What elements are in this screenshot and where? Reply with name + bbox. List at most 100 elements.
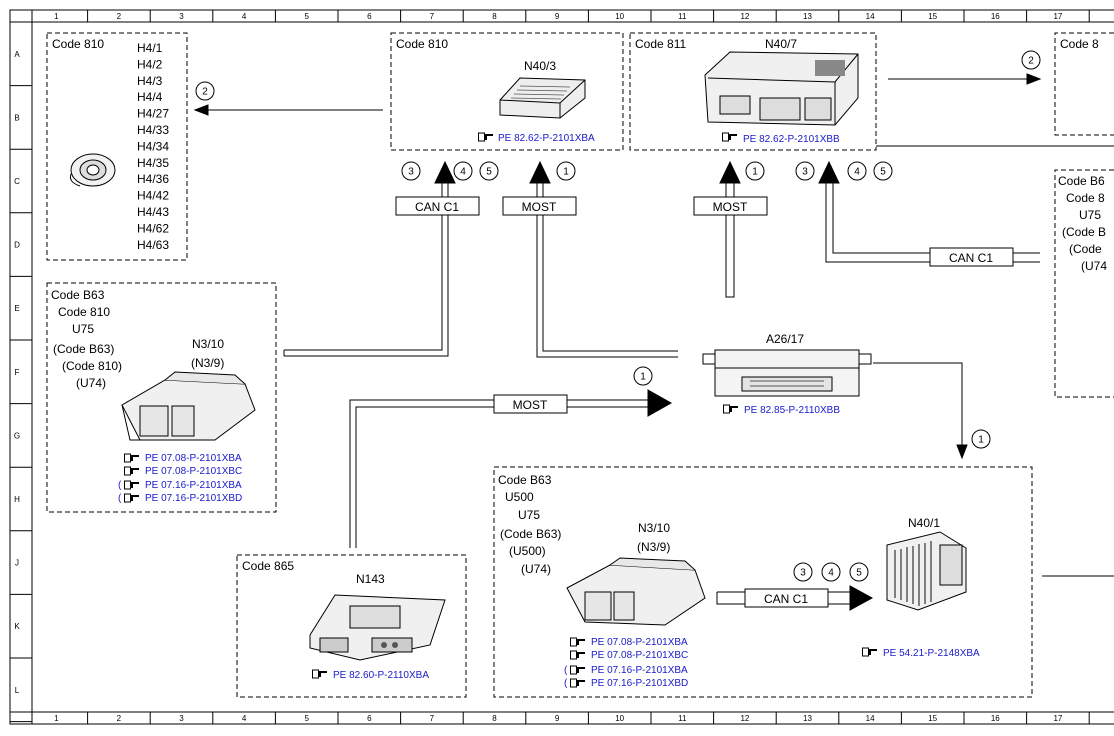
circled-marker: 1 [556, 161, 576, 181]
n3-10-right-alt: (N3/9) [637, 540, 670, 554]
n3-10-right-ref[interactable]: PE 07.08-P-2101XBA [591, 637, 688, 648]
speaker-icon [69, 153, 116, 187]
grid-column-label: 8 [492, 12, 497, 21]
circled-marker: 5 [873, 161, 893, 181]
grid-column-label: 11 [678, 12, 687, 21]
speaker-item: H4/36 [137, 172, 169, 186]
grid-column-label: 3 [179, 714, 184, 723]
speaker-item: H4/1 [137, 41, 163, 55]
grid-column-label: 9 [555, 12, 560, 21]
n3-10-left-name: N3/10 [192, 337, 224, 351]
n3-10-left-ref[interactable]: PE 07.08-P-2101XBC [145, 466, 242, 477]
svg-text:5: 5 [880, 167, 886, 178]
telematics-module-image [309, 594, 446, 661]
n3-10-right-ref[interactable]: PE 07.16-P-2101XBD [591, 678, 688, 689]
grid-row-label: A [14, 50, 20, 59]
grid-column-label: 16 [991, 714, 1000, 723]
n40-7-ref[interactable]: PE 82.62-P-2101XBB [743, 134, 840, 145]
n3-10-right-line: Code B63 [498, 473, 552, 487]
n3-10-right-ref[interactable]: PE 07.16-P-2101XBA [591, 665, 688, 676]
n3-10-right-line: (Code B63) [500, 527, 561, 541]
n40-3-name: N40/3 [524, 59, 556, 73]
grid-column-label: 8 [492, 714, 497, 723]
grid-row-label: G [14, 431, 20, 440]
grid-row-label: D [14, 241, 20, 250]
n3-10-left-line: U75 [72, 322, 94, 336]
circled-marker: 3 [795, 161, 815, 181]
n40-3-box: Code 810 N40/3 PE 82.62-P-2101XBA [390, 32, 624, 151]
n40-7-code: Code 811 [635, 37, 686, 51]
n143-ref[interactable]: PE 82.60-P-2110XBA [333, 670, 429, 681]
most-label: MOST [693, 196, 768, 216]
grid-column-label: 1 [54, 714, 59, 723]
speakers-code: Code 810 [52, 37, 104, 51]
speaker-item: H4/33 [137, 123, 169, 137]
n3-10-left-alt: (N3/9) [191, 356, 224, 370]
circled-marker: 4 [453, 161, 473, 181]
grid-row-label: J [15, 559, 19, 568]
svg-text:(: ( [118, 493, 122, 504]
circled-marker: 1 [633, 366, 653, 386]
n3-10-left-box: Code B63 Code 810 U75 (Code B63) (Code 8… [46, 282, 277, 513]
n3-10-left-ref[interactable]: PE 07.16-P-2101XBA [145, 480, 242, 491]
svg-text:2: 2 [202, 87, 208, 98]
grid-column-label: 16 [991, 12, 1000, 21]
audio-module-image [704, 51, 859, 126]
circled-marker: 2 [1021, 50, 1041, 70]
grid-column-label: 17 [1053, 12, 1062, 21]
n3-10-left-line: (Code 810) [62, 359, 122, 373]
grid-column-label: 1 [54, 12, 59, 21]
svg-text:(: ( [118, 480, 122, 491]
speaker-item: H4/63 [137, 238, 169, 252]
svg-text:(: ( [564, 665, 568, 676]
circled-marker: 5 [479, 161, 499, 181]
grid-column-label: 4 [242, 714, 247, 723]
grid-column-label: 13 [803, 12, 812, 21]
circled-marker: 4 [847, 161, 867, 181]
svg-text:CAN C1: CAN C1 [415, 200, 459, 214]
n3-10-right-line: U500 [505, 490, 534, 504]
n3-10-right-ref[interactable]: PE 07.08-P-2101XBC [591, 650, 688, 661]
grid-column-label: 14 [866, 12, 875, 21]
n3-10-right-line: (U74) [521, 562, 551, 576]
grid-row-label: H [14, 495, 20, 504]
n40-3-code: Code 810 [396, 37, 448, 51]
n3-10-left-ref[interactable]: PE 07.16-P-2101XBD [145, 493, 242, 504]
circled-marker: 1 [971, 429, 991, 449]
circled-marker: 4 [821, 562, 841, 582]
speaker-item: H4/2 [137, 57, 163, 71]
svg-text:MOST: MOST [522, 200, 557, 214]
grid-column-label: 12 [740, 12, 749, 21]
n143-code: Code 865 [242, 559, 294, 573]
a26-17-ref[interactable]: PE 82.85-P-2110XBB [744, 405, 840, 416]
n3-10-left-line: (Code B63) [53, 342, 114, 356]
speaker-item: H4/43 [137, 205, 169, 219]
speaker-item: H4/3 [137, 74, 163, 88]
n3-10-left-ref[interactable]: PE 07.08-P-2101XBA [145, 453, 242, 464]
n40-1-ref[interactable]: PE 54.21-P-2148XBA [883, 648, 980, 659]
right-mid-line: U75 [1079, 208, 1101, 222]
speaker-item: H4/62 [137, 221, 169, 235]
svg-text:3: 3 [408, 167, 414, 178]
grid-column-label: 14 [866, 714, 875, 723]
n40-7-name: N40/7 [765, 37, 797, 51]
can-c1-label: CAN C1 [929, 247, 1014, 267]
svg-text:1: 1 [563, 167, 569, 178]
n40-3-ref[interactable]: PE 82.62-P-2101XBA [498, 133, 595, 144]
grid-column-label: 7 [430, 714, 435, 723]
grid-column-label: 10 [615, 714, 624, 723]
svg-text:CAN C1: CAN C1 [764, 592, 808, 606]
svg-text:CAN C1: CAN C1 [949, 251, 993, 265]
grid-column-label: 15 [928, 12, 937, 21]
grid-column-label: 9 [555, 714, 560, 723]
n3-10-right-line: (U500) [509, 544, 546, 558]
n3-10-right-box: Code B63 U500 U75 (Code B63) (U500) (U74… [493, 466, 1033, 698]
grid-column-label: 2 [117, 714, 122, 723]
right-mid-line: (U74 [1081, 259, 1107, 273]
engine-control-unit-image [121, 371, 256, 441]
grid-row-label: B [14, 113, 19, 122]
svg-text:3: 3 [800, 568, 806, 579]
grid-row-label: E [14, 304, 19, 313]
